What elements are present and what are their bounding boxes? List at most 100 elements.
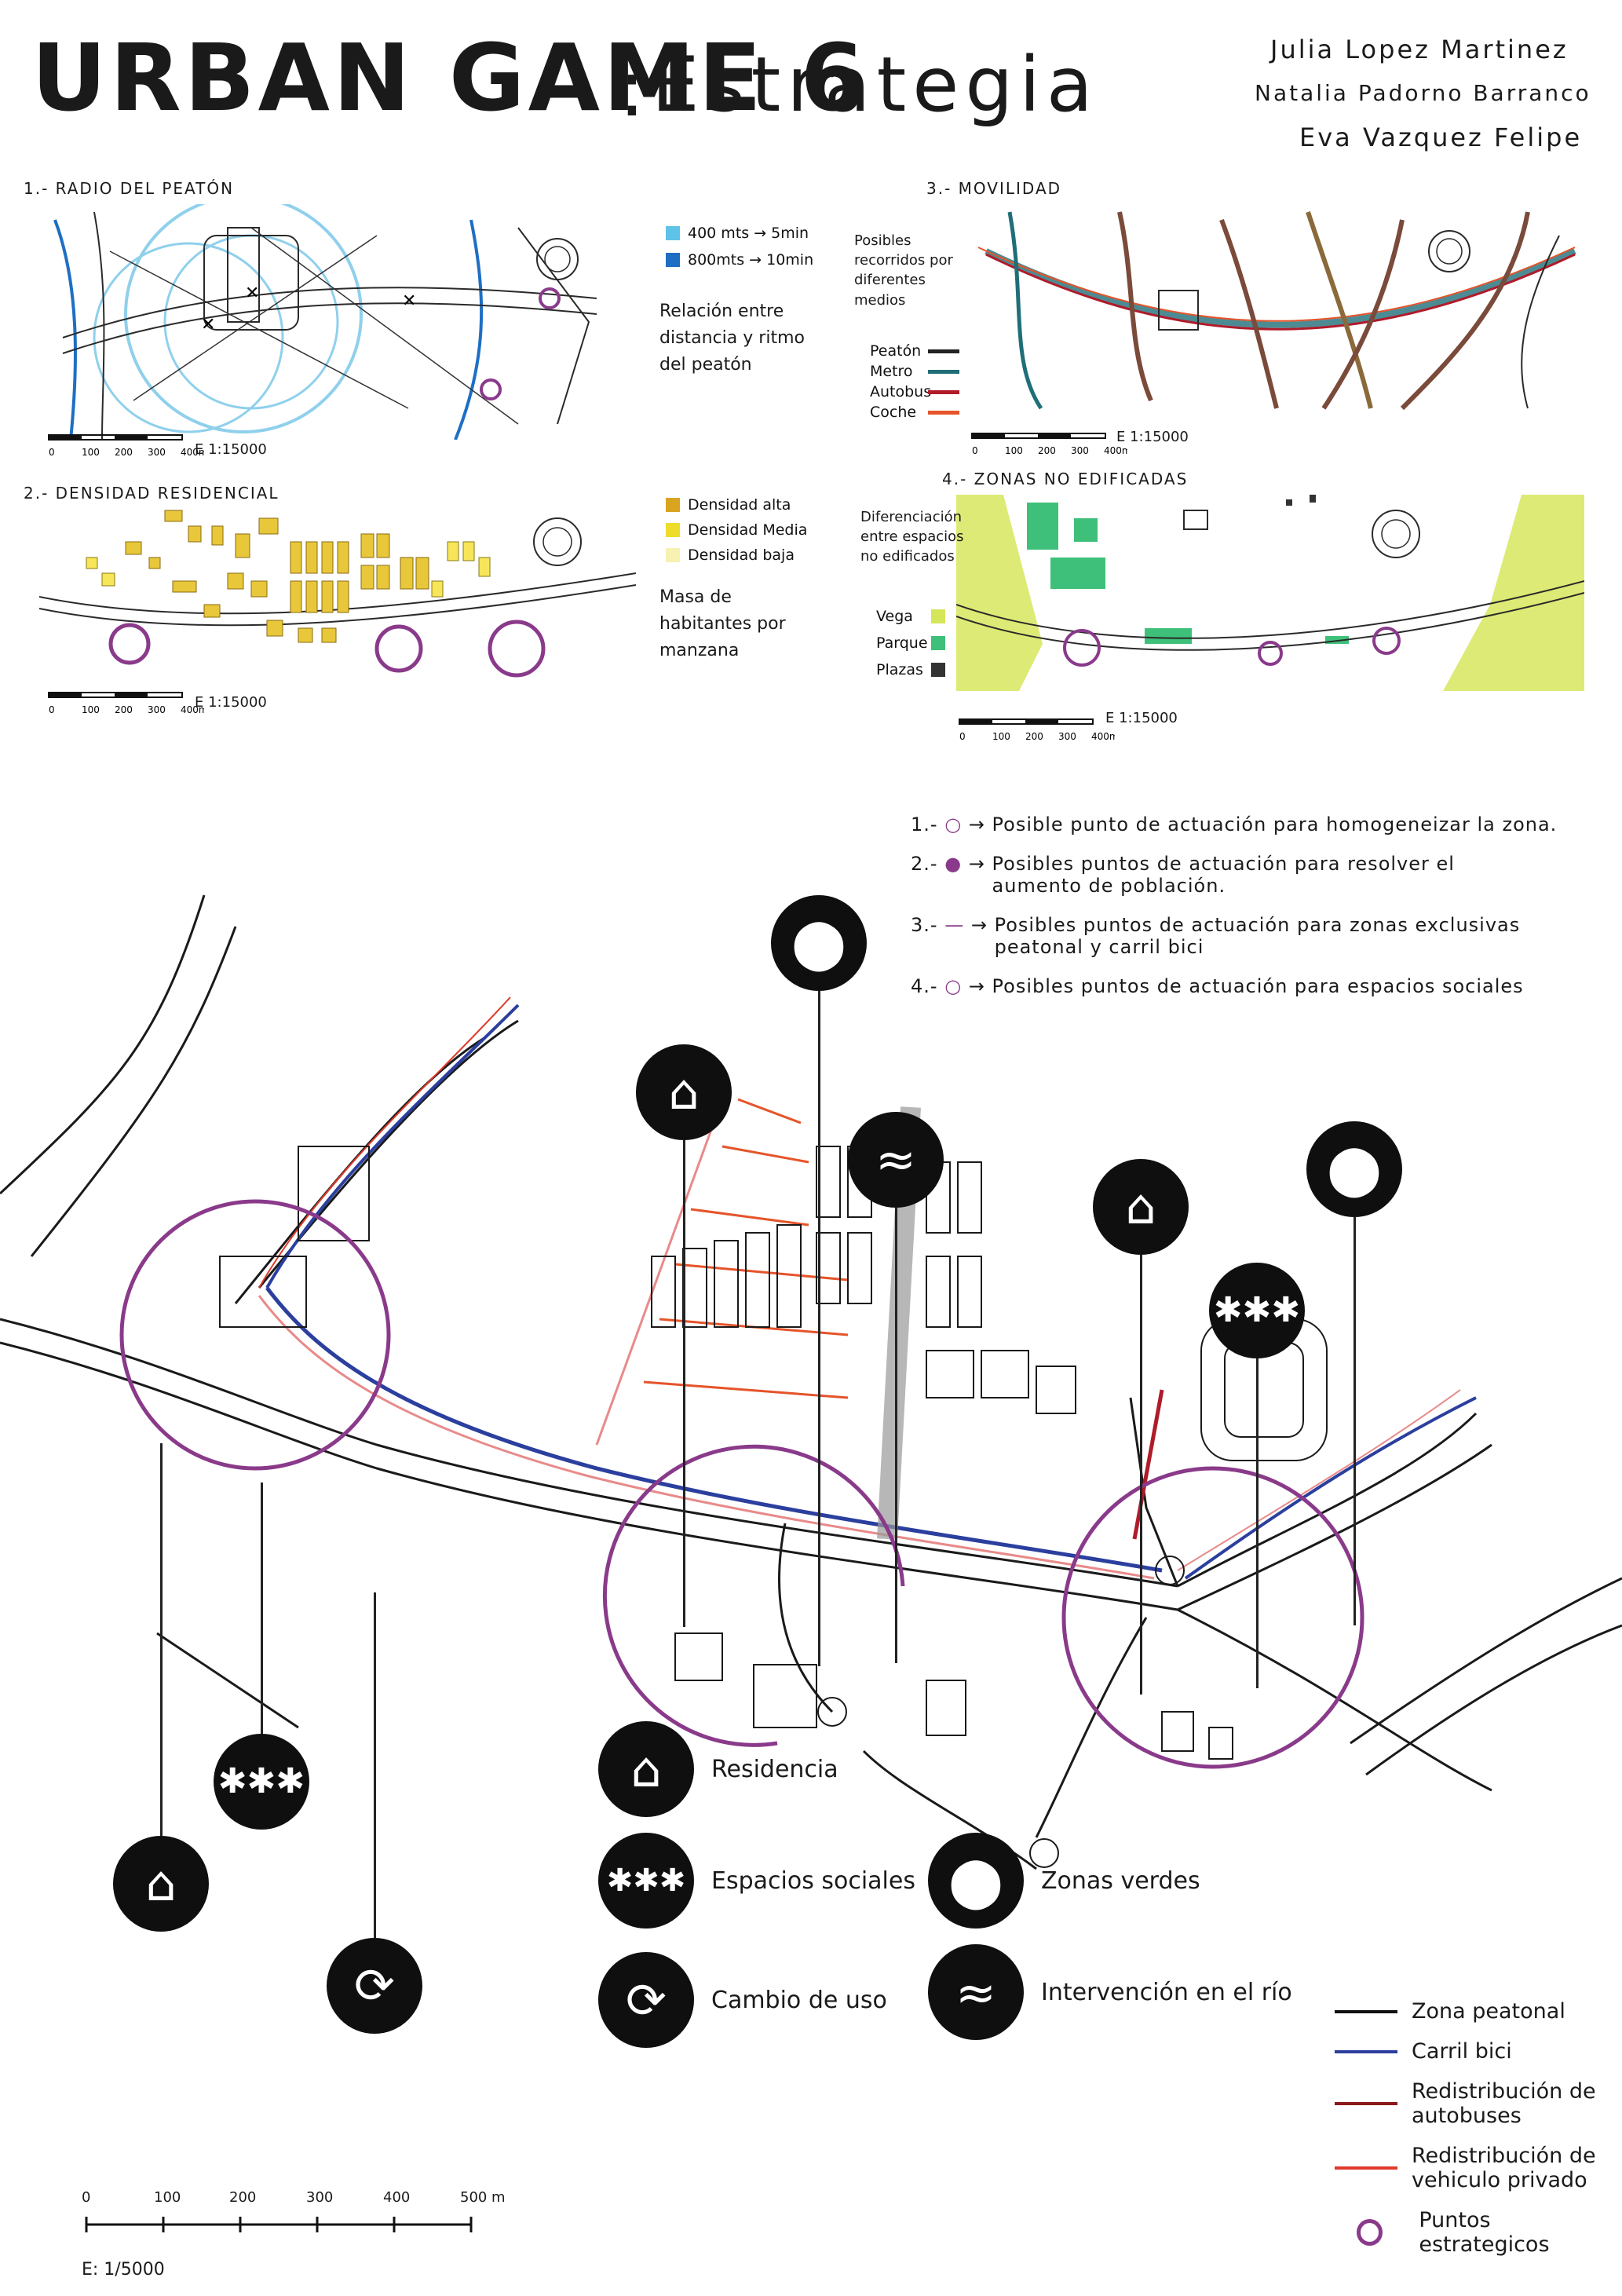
line-legend-row: Carril bici: [1335, 2039, 1622, 2064]
title-sub: Estrategia: [652, 41, 1099, 129]
strategy-item: 1.- ○ → Posible punto de actuación para …: [911, 813, 1558, 835]
legend-swatch: [666, 498, 680, 512]
pin-line: [1140, 1255, 1142, 1695]
main-scale-label: E: 1/5000: [82, 2260, 165, 2280]
people-icon: ✱✱✱: [217, 1761, 305, 1801]
panel2-map: [977, 211, 1576, 411]
author-3: Eva Vazquez Felipe: [1299, 122, 1583, 152]
legend-label: Densidad Media: [688, 521, 808, 539]
tree-icon: ⬤: [948, 1852, 1003, 1910]
cycle-icon: ⟳: [626, 1971, 667, 2029]
legend-label: Parque: [876, 634, 928, 652]
pin-tree-2: ⬤: [1306, 1121, 1402, 1625]
pin-line: [261, 1483, 263, 1734]
main-map: [0, 894, 1622, 1870]
pin-house-3: ⌂: [113, 1443, 209, 1932]
circle-icon: [1357, 2219, 1383, 2246]
legend-line: [1335, 2009, 1397, 2013]
cycle-icon: ⟳: [354, 1957, 395, 2014]
icon-legend-label: Zonas verdes: [1041, 1866, 1200, 1895]
icon-legend-residencia: ⌂ Residencia: [598, 1721, 838, 1817]
scale-tick-label: 0: [49, 447, 55, 458]
panel4-scale-label: E 1:15000: [1105, 710, 1178, 726]
legend-swatch: [931, 636, 945, 650]
scale-tick-label: 0: [959, 731, 966, 742]
people-icon: ✱✱✱: [1213, 1290, 1301, 1330]
legend-swatch: [666, 253, 680, 267]
pin-line: [374, 1592, 376, 1938]
panel2-title: 3.- Movilidad: [926, 179, 1062, 198]
legend-label: 800mts → 10min: [688, 251, 814, 269]
panel4-map: [956, 495, 1584, 691]
svg-text:✕: ✕: [245, 283, 259, 303]
pin-wave-1: ≈: [848, 1112, 944, 1663]
svg-text:✕: ✕: [201, 315, 215, 335]
scale-tick-label: 100: [82, 447, 100, 458]
panel2-legend: Peatón Metro Autobus Coche: [870, 342, 959, 421]
legend-line: [928, 369, 959, 374]
scale-tick-label: 300: [1058, 731, 1076, 742]
strategy-list: 1.- ○ → Posible punto de actuación para …: [911, 813, 1557, 997]
icon-legend-label: Cambio de uso: [711, 1986, 887, 2014]
scale-tick-label: 0: [972, 445, 978, 456]
scale-tick-label: 400m: [1104, 445, 1127, 456]
scale-tick-label: 400m: [1091, 731, 1115, 742]
scale-tick-label: 200: [115, 704, 133, 715]
house-icon: ⌂: [1125, 1178, 1156, 1235]
author-2: Natalia Padorno Barranco: [1255, 80, 1591, 106]
legend-label: Metro: [870, 363, 913, 380]
pin-tree-1: ⬤: [771, 895, 867, 1666]
legend-swatch: [931, 609, 945, 623]
scale-tick-label: 300: [148, 704, 166, 715]
icon-legend-rio: ≈ Intervención en el río: [928, 1944, 1292, 2040]
legend-line: [928, 410, 959, 415]
panel3-note: Masa de habitantes por manzana: [659, 587, 786, 661]
line-legend-row: Puntos estrategicos: [1335, 2208, 1622, 2257]
pin-people-1: ✱✱✱: [1209, 1263, 1305, 1688]
icon-legend-label: Residencia: [711, 1755, 838, 1783]
line-legend-row: Redistribución de autobuses: [1335, 2079, 1622, 2128]
panel1-note: Relación entre distancia y ritmo del pea…: [659, 302, 805, 375]
panel2-note: Posibles recorridos por diferentes medio…: [854, 232, 953, 309]
page-title: URBAN GAME 6: [31, 31, 868, 124]
panel1-title: 1.- Radio del peatón: [24, 179, 235, 198]
scale-tick-label: 100: [992, 731, 1010, 742]
strategy-item: 2.- ● → Posibles puntos de actuación par…: [911, 853, 1455, 897]
legend-label: Vega: [876, 608, 913, 625]
icon-legend-zonas: ⬤ Zonas verdes: [928, 1833, 1200, 1929]
panel3-title: 2.- Densidad residencial: [24, 484, 279, 503]
panel3-legend: Densidad alta Densidad Media Densidad ba…: [666, 496, 807, 564]
main-scalebar: [85, 2217, 473, 2232]
legend-swatch: [931, 663, 945, 677]
scale-tick-label: 400m: [181, 447, 204, 458]
pin-line: [1256, 1358, 1259, 1688]
legend-label: Densidad baja: [688, 547, 795, 564]
panel1-map: ✕ ✕ ✕: [47, 204, 620, 440]
house-icon: ⌂: [145, 1855, 177, 1912]
scale-tick-label: 100: [82, 704, 100, 715]
legend-label: Plazas: [876, 661, 923, 678]
panel4-legend: Vega Parque Plazas: [876, 608, 945, 678]
house-icon: ⌂: [668, 1063, 700, 1121]
tree-icon: ⬤: [791, 914, 846, 971]
scale-tick-label: 300: [148, 447, 166, 458]
pin-line: [1353, 1217, 1356, 1625]
pin-people-2: ✱✱✱: [214, 1483, 309, 1830]
pin-line: [818, 991, 820, 1666]
scale-tick-label: 200: [1025, 731, 1043, 742]
scale-tick-label: 400m: [181, 704, 204, 715]
wave-icon: ≈: [875, 1131, 916, 1188]
pin-cycle-1: ⟳: [327, 1592, 422, 2034]
house-icon: ⌂: [630, 1740, 662, 1798]
legend-line: [928, 389, 959, 394]
line-legend: Zona peatonal Carril bici Redistribución…: [1335, 1999, 1622, 2257]
legend-swatch: [666, 523, 680, 537]
scale-tick-label: 300: [1071, 445, 1089, 456]
panel3-scale-label: E 1:15000: [195, 694, 267, 711]
icon-legend-espacios: ✱✱✱ Espacios sociales: [598, 1833, 915, 1929]
legend-label: 400 mts → 5min: [688, 225, 809, 242]
scale-tick-label: 200: [1038, 445, 1056, 456]
legend-label: Peatón: [870, 342, 922, 360]
legend-label: Autobus: [870, 383, 932, 400]
